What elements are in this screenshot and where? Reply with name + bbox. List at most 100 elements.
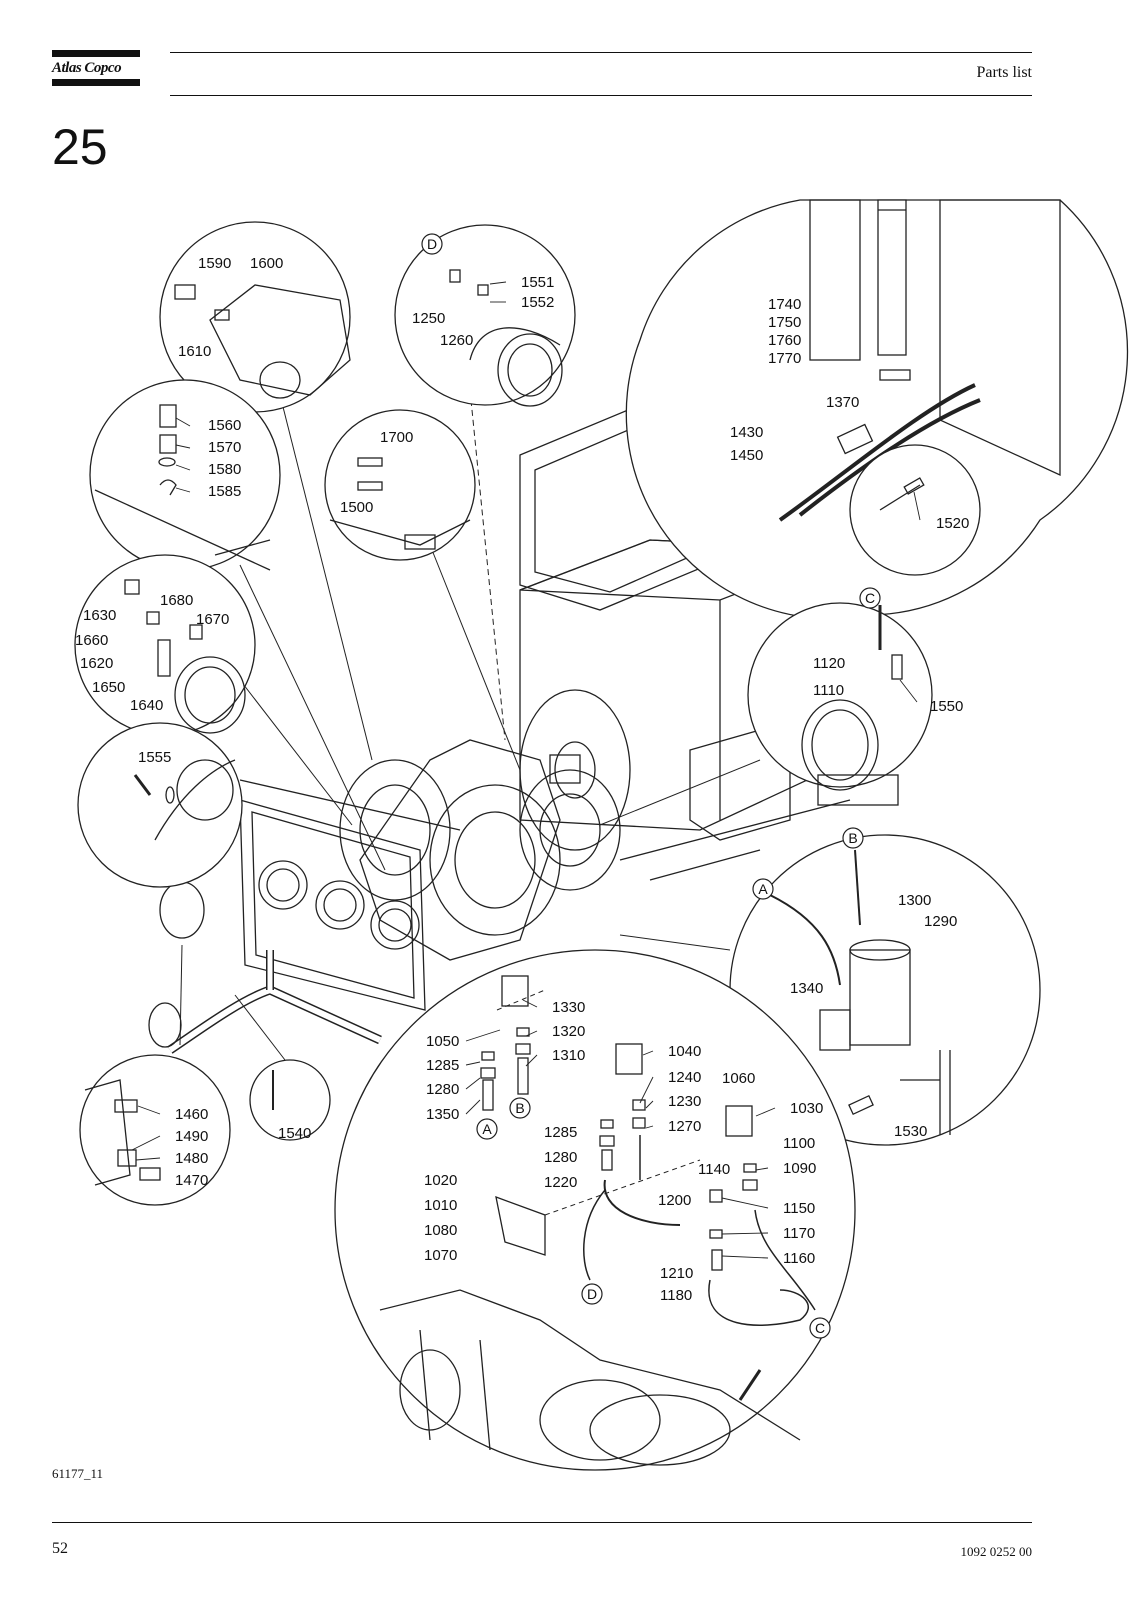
- callout-d-bottom: [581, 1283, 603, 1305]
- part-number: 1760: [768, 332, 801, 349]
- part-number: 1610: [178, 343, 211, 360]
- detail-circle-1590: [159, 221, 351, 413]
- part-number: 1160: [783, 1250, 815, 1267]
- part-number: 1370: [826, 394, 859, 411]
- part-number: 1050: [426, 1033, 459, 1050]
- part-number: 1150: [783, 1200, 815, 1217]
- part-number: 1750: [768, 314, 801, 331]
- part-number: 1180: [660, 1287, 692, 1304]
- part-number: 1280: [426, 1081, 459, 1098]
- part-number: 1430: [730, 424, 763, 441]
- part-number: 1460: [175, 1106, 208, 1123]
- part-number: 1470: [175, 1172, 208, 1189]
- figure-id: 61177_11: [52, 1466, 104, 1481]
- part-number: 1040: [668, 1043, 701, 1060]
- detail-circle-1555: [77, 722, 243, 888]
- part-number: 1660: [75, 632, 108, 649]
- callout-label: C: [865, 590, 875, 606]
- part-number: 1330: [552, 999, 585, 1016]
- callout-a-top: [752, 878, 774, 900]
- part-leaders: [131, 281, 921, 1259]
- detail-circle-1551: [394, 224, 576, 407]
- footer-rule: [52, 1522, 1032, 1523]
- part-number: 1200: [658, 1192, 691, 1209]
- leader-lines: [179, 389, 851, 1061]
- part-number: 1010: [424, 1197, 457, 1214]
- part-number: 1020: [424, 1172, 457, 1189]
- part-number: 1140: [698, 1161, 730, 1178]
- callout-d-top: [421, 233, 443, 255]
- part-number: 1230: [668, 1093, 701, 1110]
- part-number: 1500: [340, 499, 373, 516]
- page-number: 52: [52, 1540, 68, 1557]
- part-number: 1310: [552, 1047, 585, 1064]
- part-number: 1552: [521, 294, 554, 311]
- part-number: 1450: [730, 447, 763, 464]
- detail-circle-1520: [849, 444, 981, 576]
- part-number: 1585: [208, 483, 241, 500]
- part-number: 1100: [783, 1135, 815, 1152]
- part-number: 1620: [80, 655, 113, 672]
- callout-c-top: [859, 587, 881, 609]
- part-number: 1580: [208, 461, 241, 478]
- part-number: 1030: [790, 1100, 823, 1117]
- detail-circle-1740: [625, 199, 1129, 620]
- part-number: 1551: [521, 274, 554, 291]
- brand-name: Atlas Copco: [52, 60, 122, 76]
- part-number: 1740: [768, 296, 801, 313]
- detail-circle-1630: [74, 554, 256, 736]
- callout-a-bottom: [476, 1118, 498, 1140]
- letter-callout-text: D C B A A B D C: [427, 236, 875, 1336]
- header-rule-top: [170, 52, 1032, 53]
- detail-circle-1560: [89, 379, 281, 571]
- part-number: 1320: [552, 1023, 585, 1040]
- part-number: 1770: [768, 350, 801, 367]
- callout-label: D: [427, 236, 437, 252]
- section-title: Parts list: [976, 64, 1032, 81]
- part-number-labels: 1590 1600 1610 1551 1552 1250 1260 1740 …: [75, 255, 969, 1304]
- part-number: 1550: [930, 698, 963, 715]
- part-number: 1490: [175, 1128, 208, 1145]
- part-number: 1640: [130, 697, 163, 714]
- detail-circle-1120: [747, 602, 933, 806]
- logo-top-bar: [52, 50, 140, 57]
- part-number: 1590: [198, 255, 231, 272]
- part-number: 1060: [722, 1070, 755, 1087]
- chapter-number: 25: [52, 119, 108, 175]
- part-number: 1260: [440, 332, 473, 349]
- callout-c-bottom: [809, 1317, 831, 1339]
- part-number: 1280: [544, 1149, 577, 1166]
- part-number: 1520: [936, 515, 969, 532]
- part-number: 1250: [412, 310, 445, 327]
- callout-label: B: [848, 830, 857, 846]
- part-number: 1300: [898, 892, 931, 909]
- part-number: 1555: [138, 749, 171, 766]
- document-number: 1092 0252 00: [960, 1544, 1033, 1559]
- part-number: 1530: [894, 1123, 927, 1140]
- part-number: 1560: [208, 417, 241, 434]
- part-number: 1340: [790, 980, 823, 997]
- logo-bottom-bar: [52, 79, 140, 86]
- part-number: 1540: [278, 1125, 311, 1142]
- part-number: 1285: [544, 1124, 577, 1141]
- callout-label: A: [758, 881, 768, 897]
- part-number: 1170: [783, 1225, 815, 1242]
- part-number: 1680: [160, 592, 193, 609]
- part-number: 1120: [813, 655, 845, 672]
- part-number: 1700: [380, 429, 413, 446]
- part-number: 1600: [250, 255, 283, 272]
- part-number: 1290: [924, 913, 957, 930]
- part-number: 1210: [660, 1265, 693, 1282]
- part-number: 1350: [426, 1106, 459, 1123]
- header-rule-bottom: [170, 95, 1032, 96]
- part-number: 1080: [424, 1222, 457, 1239]
- part-number: 1070: [424, 1247, 457, 1264]
- detail-circle-1460: [79, 1054, 231, 1206]
- part-number: 1220: [544, 1174, 577, 1191]
- callout-label: A: [482, 1121, 492, 1137]
- atlas-copco-logo: Atlas Copco: [52, 50, 140, 86]
- callout-b-bottom: [509, 1097, 531, 1119]
- detail-circle-1700: [324, 409, 476, 561]
- callout-label: D: [587, 1286, 597, 1302]
- part-number: 1110: [813, 682, 844, 699]
